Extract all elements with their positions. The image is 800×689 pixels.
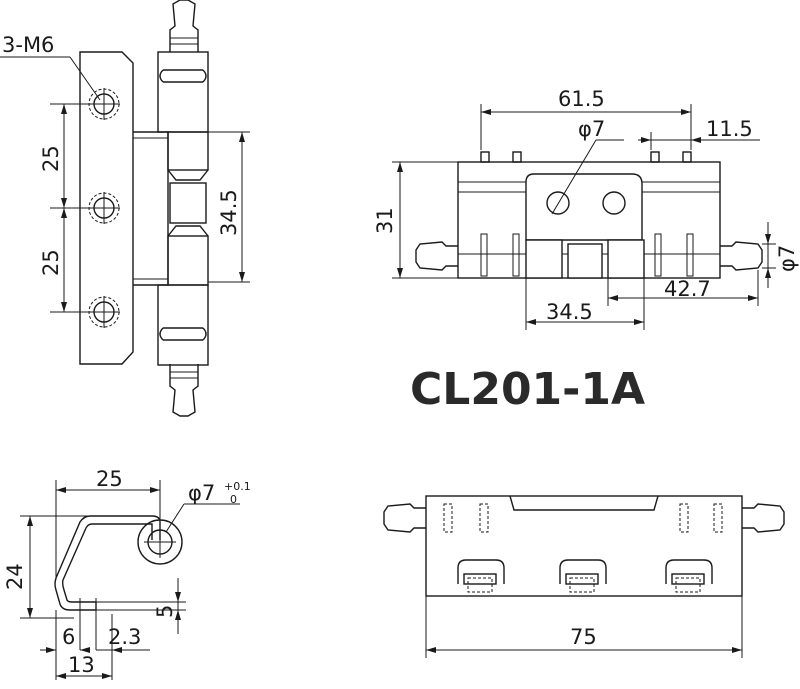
side-left-handle bbox=[415, 241, 458, 271]
center-span-dim: 34.5 bbox=[546, 300, 593, 324]
pin-length-dim: 34.5 bbox=[217, 189, 241, 236]
dim-two-point-three: 2.3 bbox=[108, 625, 141, 649]
pitch-dim-lower: 25 bbox=[39, 249, 63, 276]
profile-width-dim: 25 bbox=[96, 467, 123, 491]
plan-body bbox=[425, 495, 743, 597]
side-height-dim: 31 bbox=[373, 207, 397, 234]
mounting-hole-3 bbox=[88, 296, 120, 328]
side-hole-dia: φ7 bbox=[578, 117, 605, 141]
profile-view: 25 φ7 +0.1 0 24 5 6 2.3 bbox=[3, 467, 251, 680]
side-right-handle bbox=[720, 241, 763, 271]
center-spring bbox=[169, 182, 207, 224]
upper-pin-segment bbox=[167, 131, 209, 171]
bottom-knuckle bbox=[157, 284, 209, 366]
front-plate bbox=[79, 51, 134, 365]
top-handle bbox=[169, 0, 199, 52]
lower-pin-segment bbox=[167, 235, 209, 286]
front-view: 3-M6 25 25 34.5 bbox=[0, 0, 250, 417]
plan-clip-1 bbox=[457, 559, 505, 593]
pitch-dim-upper: 25 bbox=[39, 145, 63, 172]
top-knuckle bbox=[157, 51, 209, 133]
side-pin-dia: φ7 bbox=[775, 245, 799, 272]
thickness-dim: 5 bbox=[153, 605, 177, 618]
side-view: 61.5 11.5 φ7 31 φ7 42.7 bbox=[373, 87, 799, 330]
hole-callout: 3-M6 bbox=[2, 33, 54, 57]
plan-view: 75 bbox=[383, 495, 785, 658]
profile-outer bbox=[54, 515, 161, 611]
hinge-barrel bbox=[133, 131, 169, 286]
side-hole-2 bbox=[602, 191, 626, 215]
plan-clip-3 bbox=[665, 559, 713, 593]
part-number-title: CL201-1A bbox=[410, 364, 645, 415]
right-span-dim: 42.7 bbox=[664, 277, 711, 301]
side-hole-1 bbox=[546, 191, 570, 215]
bottom-handle bbox=[169, 364, 199, 417]
side-plate bbox=[525, 173, 643, 241]
dim-thirteen: 13 bbox=[68, 653, 95, 677]
dim-six: 6 bbox=[62, 625, 75, 649]
mounting-hole-1 bbox=[88, 88, 120, 120]
plan-left-handle bbox=[383, 503, 426, 533]
tolerance-upper: +0.1 bbox=[224, 480, 251, 493]
mounting-hole-2 bbox=[88, 192, 120, 224]
profile-hole-dia: φ7 bbox=[188, 481, 215, 505]
tolerance-lower: 0 bbox=[230, 493, 237, 506]
profile-height-dim: 24 bbox=[3, 563, 27, 590]
side-width-dim: 61.5 bbox=[558, 87, 605, 111]
profile-inner bbox=[61, 523, 153, 603]
plan-clip-2 bbox=[559, 559, 607, 593]
plan-right-handle bbox=[742, 503, 785, 533]
plan-notch bbox=[509, 495, 659, 511]
offset-dim: 11.5 bbox=[706, 117, 753, 141]
plan-length-dim: 75 bbox=[570, 625, 597, 649]
side-center-spring bbox=[567, 243, 603, 279]
